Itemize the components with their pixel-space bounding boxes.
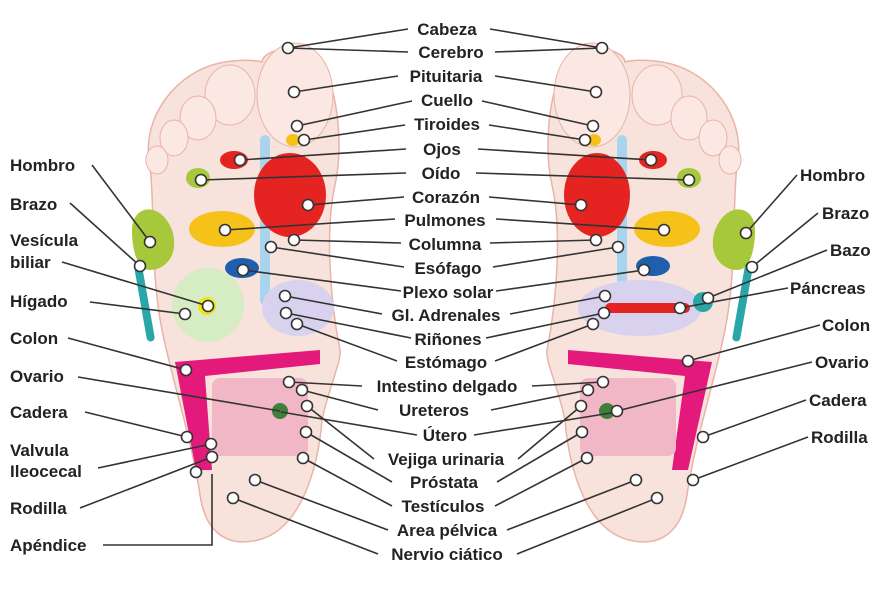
- right-heart-zone: [564, 153, 630, 237]
- label-left-hombro: Hombro: [10, 156, 75, 175]
- label-left-brazo: Brazo: [10, 195, 57, 214]
- right-toe-4: [698, 119, 728, 157]
- label-rinones: Riñones: [414, 330, 481, 349]
- label-right-cadera: Cadera: [809, 391, 867, 410]
- right-toe-2: [631, 64, 683, 126]
- label-left-higado: Hígado: [10, 292, 68, 311]
- center-labels: Cabeza Cerebro Pituitaria Cuello Tiroide…: [377, 20, 518, 564]
- left-heart-zone: [254, 153, 326, 237]
- label-plexo-solar: Plexo solar: [403, 283, 494, 302]
- right-pancreas-zone: [605, 303, 690, 313]
- label-area-pelvica: Area pélvica: [397, 521, 498, 540]
- label-ureteros: Ureteros: [399, 401, 469, 420]
- label-right-rodilla: Rodilla: [811, 428, 868, 447]
- label-left-ovario: Ovario: [10, 367, 64, 386]
- label-nervio-ciatico: Nervio ciático: [391, 545, 503, 564]
- label-intestino-delgado: Intestino delgado: [377, 377, 518, 396]
- label-left-vesicula: Vesícula: [10, 231, 79, 250]
- right-small-intestine-zone: [580, 378, 676, 456]
- left-toe-5: [145, 145, 169, 175]
- label-testiculos: Testículos: [402, 497, 485, 516]
- right-intestine-frame: [568, 350, 712, 470]
- left-small-intestine-zone: [212, 378, 308, 456]
- label-cuello: Cuello: [421, 91, 473, 110]
- right-toe-3: [670, 95, 708, 141]
- label-left-colon: Colon: [10, 329, 58, 348]
- label-left-cadera: Cadera: [10, 403, 68, 422]
- label-right-ovario: Ovario: [815, 353, 869, 372]
- label-left-ileocecal: Ileocecal: [10, 462, 82, 481]
- left-thyroid-zone: [286, 134, 300, 146]
- left-arm-zone: [134, 262, 155, 342]
- left-toe-2: [204, 64, 256, 126]
- label-estomago: Estómago: [405, 353, 487, 372]
- marker-dots: [133, 41, 759, 505]
- left-side-labels: Hombro Brazo Vesícula biliar Hígado Colo…: [10, 156, 87, 555]
- left-toe-3: [179, 95, 217, 141]
- label-prostata: Próstata: [410, 473, 479, 492]
- label-cerebro: Cerebro: [418, 43, 483, 62]
- label-right-pancreas: Páncreas: [790, 279, 866, 298]
- label-left-biliar: biliar: [10, 253, 51, 272]
- label-left-valvula: Valvula: [10, 441, 69, 460]
- label-pulmones: Pulmones: [404, 211, 485, 230]
- right-side-labels: Hombro Brazo Bazo Páncreas Colon Ovario …: [790, 166, 871, 447]
- leader-lines: [61, 28, 828, 555]
- right-arm-zone: [732, 262, 753, 342]
- label-esofago: Esófago: [414, 259, 481, 278]
- label-left-rodilla: Rodilla: [10, 499, 67, 518]
- label-oido: Oído: [422, 164, 461, 183]
- label-columna: Columna: [409, 235, 482, 254]
- label-right-hombro: Hombro: [800, 166, 865, 185]
- left-toe-4: [159, 119, 189, 157]
- label-vejiga-urinaria: Vejiga urinaria: [388, 450, 505, 469]
- label-pituitaria: Pituitaria: [410, 67, 483, 86]
- label-left-apendice: Apéndice: [10, 536, 87, 555]
- label-gl-adrenales: Gl. Adrenales: [392, 306, 501, 325]
- label-right-brazo: Brazo: [822, 204, 869, 223]
- label-ojos: Ojos: [423, 140, 461, 159]
- label-right-colon: Colon: [822, 316, 870, 335]
- label-right-bazo: Bazo: [830, 241, 871, 260]
- label-tiroides: Tiroides: [414, 115, 480, 134]
- label-corazon: Corazón: [412, 188, 480, 207]
- label-cabeza: Cabeza: [417, 20, 477, 39]
- label-utero: Útero: [423, 426, 467, 445]
- right-toe-5: [718, 145, 742, 175]
- right-shoulder-zone: [712, 209, 755, 270]
- left-intestine-frame: [175, 350, 320, 470]
